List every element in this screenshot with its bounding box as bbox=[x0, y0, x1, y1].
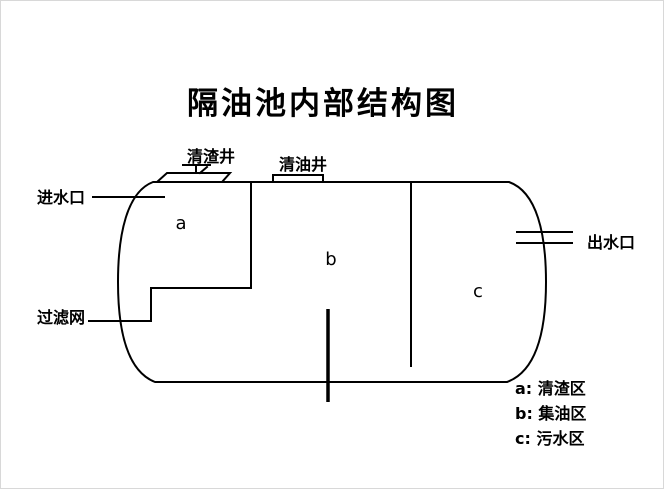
oil-well-lid bbox=[272, 174, 324, 183]
tank-outline bbox=[116, 181, 548, 383]
legend-item-b: b: 集油区 bbox=[515, 404, 586, 423]
zone-a-divider-wall bbox=[150, 181, 252, 289]
label-oil-well: 清油井 bbox=[279, 155, 327, 174]
label-slag-well: 清渣井 bbox=[187, 147, 235, 166]
legend-item-c: c: 污水区 bbox=[515, 429, 584, 448]
slag-well-pointer-line bbox=[198, 165, 209, 175]
label-outlet: 出水口 bbox=[587, 233, 635, 252]
label-filter-screen: 过滤网 bbox=[37, 308, 85, 327]
label-inlet: 进水口 bbox=[37, 188, 85, 207]
page-title: 隔油池内部结构图 bbox=[187, 86, 459, 122]
zone-c-letter: c bbox=[473, 281, 483, 302]
zone-b-letter: b bbox=[325, 249, 336, 270]
legend-item-a: a: 清渣区 bbox=[515, 379, 586, 398]
slag-well-lid bbox=[154, 172, 233, 183]
zone-a-letter: a bbox=[175, 213, 186, 234]
filter-screen-step bbox=[119, 287, 152, 322]
